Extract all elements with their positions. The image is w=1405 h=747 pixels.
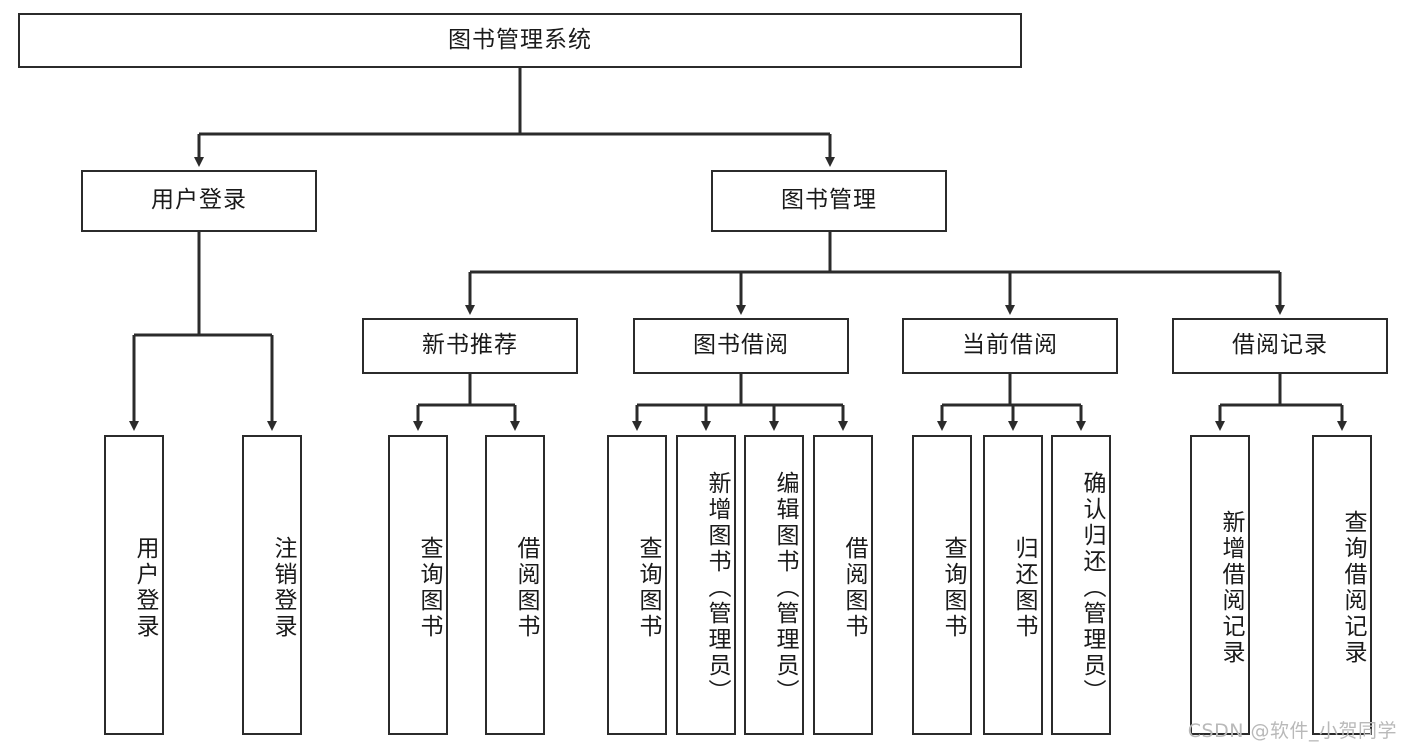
node-book-management[interactable]: 图书管理 (711, 170, 947, 232)
node-leaf-confirm-return-admin[interactable]: 确认归还（管理员） (1051, 435, 1111, 735)
node-leaf-label: 新增借阅记录 (1218, 510, 1244, 666)
node-leaf-logout[interactable]: 注销登录 (242, 435, 302, 735)
node-root-book-management-system[interactable]: 图书管理系统 (18, 13, 1022, 68)
node-current-borrowing-label: 当前借阅 (962, 332, 1058, 359)
node-leaf-label: 新增图书（管理员） (704, 471, 730, 705)
node-leaf-label: 查询借阅记录 (1340, 510, 1366, 666)
node-root-label: 图书管理系统 (448, 26, 592, 53)
node-leaf-label: 注销登录 (270, 536, 296, 640)
node-borrowing-record[interactable]: 借阅记录 (1172, 318, 1388, 374)
node-leaf-label: 编辑图书（管理员） (772, 471, 798, 705)
node-leaf-label: 借阅图书 (841, 536, 867, 640)
node-leaf-query-book-newbook[interactable]: 查询图书 (388, 435, 448, 735)
node-leaf-borrow-book-borrowing[interactable]: 借阅图书 (813, 435, 873, 735)
node-leaf-query-borrowing-record[interactable]: 查询借阅记录 (1312, 435, 1372, 735)
node-leaf-user-login[interactable]: 用户登录 (104, 435, 164, 735)
node-borrowing-record-label: 借阅记录 (1232, 332, 1328, 359)
node-book-borrowing-label: 图书借阅 (693, 332, 789, 359)
node-leaf-label: 用户登录 (132, 536, 158, 640)
node-leaf-edit-book-admin[interactable]: 编辑图书（管理员） (744, 435, 804, 735)
node-new-book-recommendation-label: 新书推荐 (422, 332, 518, 359)
node-leaf-borrow-book-newbook[interactable]: 借阅图书 (485, 435, 545, 735)
node-leaf-label: 查询图书 (940, 536, 966, 640)
node-book-management-label: 图书管理 (781, 187, 877, 214)
node-leaf-label: 查询图书 (635, 536, 661, 640)
node-leaf-return-book[interactable]: 归还图书 (983, 435, 1043, 735)
node-book-borrowing[interactable]: 图书借阅 (633, 318, 849, 374)
node-new-book-recommendation[interactable]: 新书推荐 (362, 318, 578, 374)
node-leaf-add-book-admin[interactable]: 新增图书（管理员） (676, 435, 736, 735)
node-leaf-label: 借阅图书 (513, 536, 539, 640)
node-leaf-label: 归还图书 (1011, 536, 1037, 640)
node-user-login-label: 用户登录 (151, 187, 247, 214)
node-leaf-query-book-current[interactable]: 查询图书 (912, 435, 972, 735)
node-leaf-label: 查询图书 (416, 536, 442, 640)
node-leaf-label: 确认归还（管理员） (1079, 471, 1105, 705)
node-leaf-add-borrowing-record[interactable]: 新增借阅记录 (1190, 435, 1250, 735)
node-current-borrowing[interactable]: 当前借阅 (902, 318, 1118, 374)
node-user-login[interactable]: 用户登录 (81, 170, 317, 232)
node-leaf-query-book-borrowing[interactable]: 查询图书 (607, 435, 667, 735)
watermark-text: CSDN @软件_小贺同学 (1187, 720, 1397, 742)
